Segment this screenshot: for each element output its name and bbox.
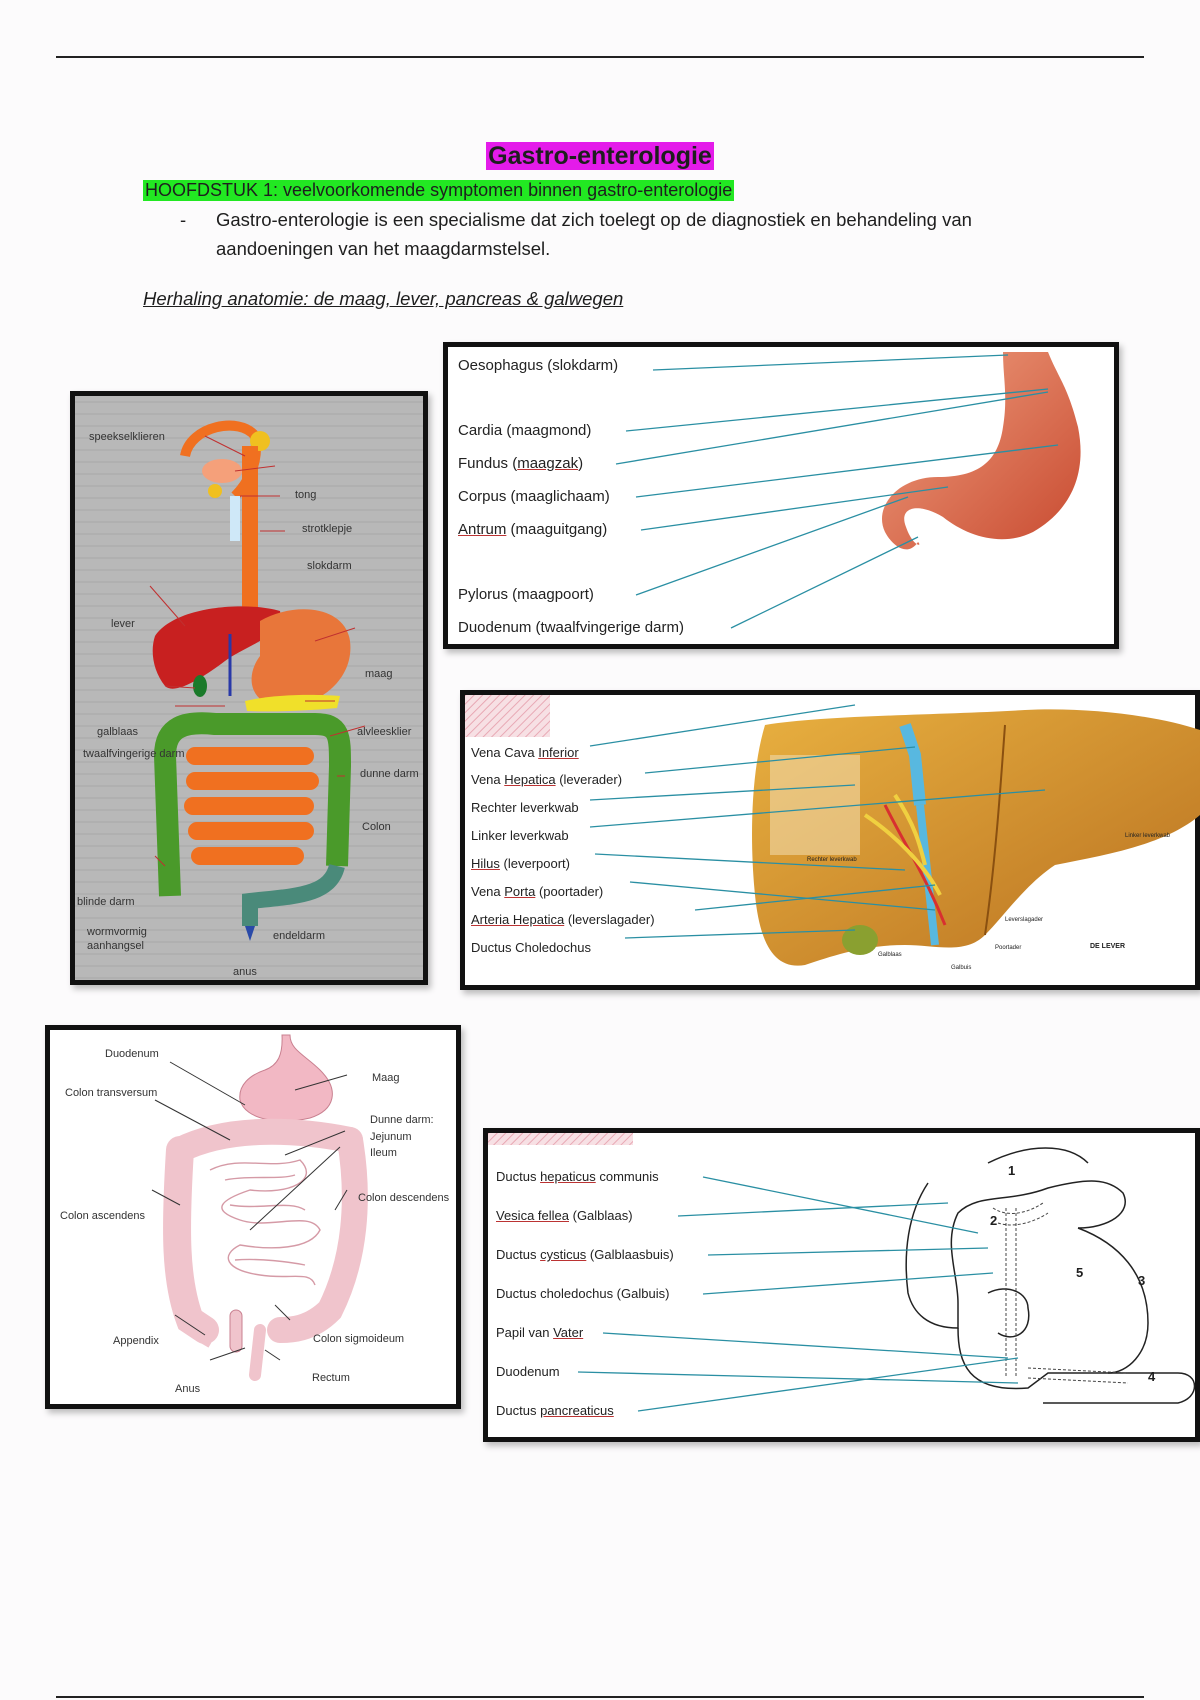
bile-label: Ductus cysticus (Galblaasbuis)	[496, 1247, 674, 1262]
liver-label: Vena Porta (poortader)	[471, 884, 604, 899]
intestine-illustration	[151, 1034, 368, 1381]
digestive-label: blinde darm	[77, 896, 135, 908]
intestine-label: Colon descendens	[358, 1192, 450, 1204]
digestive-label: alvleesklier	[357, 726, 412, 738]
stomach-label: Oesophagus (slokdarm)	[458, 357, 619, 374]
digestive-label: twaalfvingerige darm	[83, 748, 185, 760]
bile-duct-figure: Ductus hepaticus communis Vesica fellea …	[483, 1128, 1200, 1442]
intestine-label: Jejunum	[370, 1131, 412, 1143]
bile-number: 2	[990, 1213, 998, 1228]
bile-number: 4	[1148, 1369, 1156, 1384]
bile-number: 3	[1138, 1273, 1146, 1288]
bile-label: Duodenum	[496, 1364, 560, 1379]
bile-duct-illustration	[488, 1133, 1196, 1412]
stomach-label: Antrum (maaguitgang)	[458, 521, 608, 538]
liver-label: Rechter leverkwab	[471, 800, 579, 815]
top-rule	[56, 56, 1144, 58]
liver-label: Vena Cava Inferior	[471, 745, 579, 760]
intestine-label: Ileum	[370, 1147, 397, 1159]
digestive-label: speekselklieren	[89, 431, 165, 443]
liver-image-label: Galbuis	[951, 965, 972, 971]
bullet-text: Gastro-enterologie is een specialisme da…	[216, 209, 972, 259]
digestive-label: tong	[295, 489, 317, 501]
liver-image-label: Galblaas	[878, 952, 902, 958]
intestine-label: Appendix	[113, 1335, 159, 1347]
digestive-illustration	[75, 396, 423, 980]
anatomy-subheading: Herhaling anatomie: de maag, lever, panc…	[143, 288, 624, 309]
bile-label: Ductus hepaticus communis	[496, 1169, 659, 1184]
liver-image-label: Poortader	[995, 945, 1022, 951]
digestive-label: anus	[233, 966, 257, 978]
digestive-label: wormvormig	[87, 926, 147, 938]
intestine-label: Colon ascendens	[60, 1210, 146, 1222]
chapter-heading: HOOFDSTUK 1: veelvoorkomende symptomen b…	[143, 180, 735, 201]
intestine-label: Colon transversum	[65, 1087, 158, 1099]
digestive-label: endeldarm	[273, 930, 325, 942]
digestive-system-figure: speekselklieren tong strotklepje slokdar…	[70, 391, 428, 985]
digestive-label: slokdarm	[307, 560, 352, 572]
digestive-label: strotklepje	[302, 523, 353, 535]
liver-image-label: Rechter leverkwab	[807, 857, 857, 863]
liver-image-label: DE LEVER	[1090, 943, 1126, 950]
intestine-label: Duodenum	[105, 1048, 159, 1060]
digestive-label: galblaas	[97, 726, 138, 738]
bile-label: Vesica fellea (Galblaas)	[496, 1208, 633, 1223]
stomach-label: Corpus (maaglichaam)	[458, 488, 610, 505]
digestive-label: dunne darm	[360, 768, 419, 780]
liver-image-label: Linker leverkwab	[1125, 833, 1171, 839]
bile-number: 5	[1076, 1265, 1084, 1280]
digestive-label: Colon	[362, 821, 391, 833]
bullet-dash: -	[180, 209, 187, 230]
intestine-label: Dunne darm:	[370, 1114, 434, 1126]
bile-number: 1	[1008, 1163, 1016, 1178]
stomach-label: Fundus (maagzak)	[458, 455, 584, 472]
intestine-label: Colon sigmoideum	[313, 1333, 405, 1345]
stomach-label: Pylorus (maagpoort)	[458, 586, 594, 603]
intestine-label: Maag	[372, 1072, 400, 1084]
digestive-label: maag	[365, 668, 393, 680]
liver-label: Linker leverkwab	[471, 828, 569, 843]
liver-label: Arteria Hepatica (leverslagader)	[471, 912, 655, 927]
bile-label: Ductus pancreaticus	[496, 1403, 614, 1418]
page-title-wrap: Gastro-enterologie	[0, 142, 1200, 171]
stomach-label: Duodenum (twaalfvingerige darm)	[458, 619, 684, 636]
intestine-label: Anus	[175, 1383, 201, 1395]
liver-label: Ductus Choledochus	[471, 940, 591, 955]
stomach-figure: Oesophagus (slokdarm) Cardia (maagmond) …	[443, 342, 1119, 649]
liver-illustration	[465, 695, 1200, 966]
liver-label: Vena Hepatica (leverader)	[471, 772, 623, 787]
bottom-rule	[56, 1696, 1144, 1698]
stomach-label: Cardia (maagmond)	[458, 422, 592, 439]
stomach-illustration	[615, 352, 1081, 629]
intestine-label: Rectum	[312, 1372, 350, 1384]
digestive-label: aanhangsel	[87, 940, 144, 952]
digestive-label: lever	[111, 618, 135, 630]
page-title: Gastro-enterologie	[486, 142, 714, 170]
intestine-figure: Duodenum Maag Colon transversum Dunne da…	[45, 1025, 461, 1409]
liver-label: Hilus (leverpoort)	[471, 856, 570, 871]
bile-label: Ductus choledochus (Galbuis)	[496, 1286, 670, 1301]
bile-label: Papil van Vater	[496, 1325, 584, 1340]
liver-figure: Vena Cava Inferior Vena Hepatica (levera…	[460, 690, 1200, 990]
liver-image-label: Leverslagader	[1005, 917, 1044, 923]
